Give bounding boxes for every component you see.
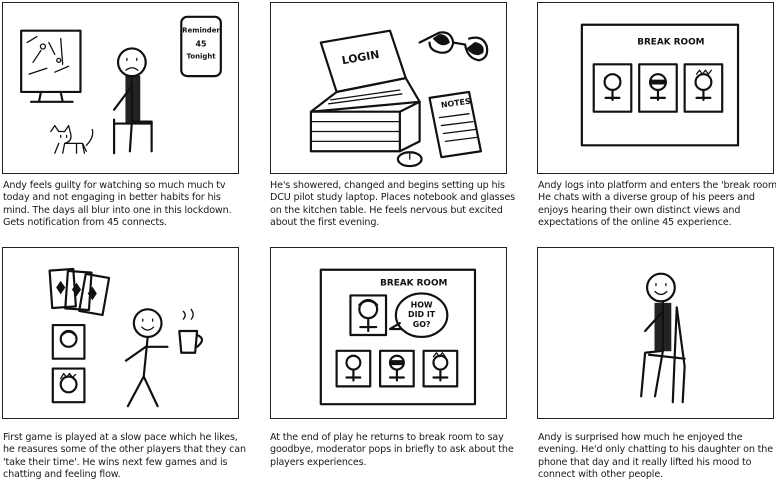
mouse-icon xyxy=(396,151,423,168)
moderator-avatar xyxy=(349,294,388,337)
peer-avatar-3 xyxy=(694,69,713,101)
playing-cards-icon xyxy=(48,267,111,317)
phone-notification-icon: Reminder 45 Tonight xyxy=(180,15,222,78)
svg-text:Tonight: Tonight xyxy=(187,52,217,60)
svg-text:45: 45 xyxy=(196,39,207,48)
notes-pad-icon: NOTES xyxy=(428,90,482,159)
svg-text:GO?: GO? xyxy=(413,320,431,329)
speech-bubble: HOW DID IT GO? xyxy=(388,292,449,339)
notebook-stack-icon xyxy=(309,100,421,153)
svg-text:BREAK ROOM: BREAK ROOM xyxy=(380,279,447,289)
storyboard-panel-1: Reminder 45 Tonight xyxy=(2,2,239,174)
glasses-icon xyxy=(418,31,489,62)
cat-icon xyxy=(50,124,94,154)
panel-5-caption: At the end of play he returns to break r… xyxy=(270,432,514,468)
sad-man-figure xyxy=(112,47,153,155)
svg-text:Reminder: Reminder xyxy=(182,27,220,35)
laptop-icon: LOGIN xyxy=(309,29,421,113)
svg-text:BREAK ROOM: BREAK ROOM xyxy=(637,38,704,48)
break-room-screen: BREAK ROOM xyxy=(580,23,740,147)
panel-3-caption: Andy logs into platform and enters the '… xyxy=(538,180,776,229)
panel-1-caption: Andy feels guilty for watching so much m… xyxy=(3,180,232,229)
player-avatar-1 xyxy=(51,324,86,360)
peer-avatar-1 xyxy=(603,73,622,101)
player-avatar-1 xyxy=(335,349,372,388)
storyboard-panel-5: BREAK ROOM HOW DID IT GO? xyxy=(270,247,507,419)
storyboard-panel-6 xyxy=(537,247,774,419)
tv-icon xyxy=(20,29,82,103)
storyboard-panel-2: LOGIN NOTES xyxy=(270,2,507,174)
panel-4-caption: First game is played at a slow pace whic… xyxy=(3,432,246,481)
storyboard-panel-3: BREAK ROOM xyxy=(537,2,774,174)
panel-2-caption: He's showered, changed and begins settin… xyxy=(270,180,515,229)
happy-man-in-chair-figure xyxy=(640,272,686,404)
player-avatar-2 xyxy=(379,349,415,388)
panel-6-caption: Andy is surprised how much he enjoyed th… xyxy=(538,432,773,481)
svg-text:DID IT: DID IT xyxy=(408,310,436,319)
break-room-screen: BREAK ROOM HOW DID IT GO? xyxy=(319,268,477,406)
happy-man-figure xyxy=(124,308,169,408)
player-avatar-2 xyxy=(51,367,86,404)
svg-text:LOGIN: LOGIN xyxy=(341,48,380,67)
coffee-mug-icon xyxy=(178,308,204,354)
svg-text:HOW: HOW xyxy=(411,300,433,309)
peer-avatar-2 xyxy=(648,73,667,101)
player-avatar-3 xyxy=(422,349,459,388)
storyboard-panel-4 xyxy=(2,247,239,419)
svg-text:NOTES: NOTES xyxy=(440,97,471,110)
